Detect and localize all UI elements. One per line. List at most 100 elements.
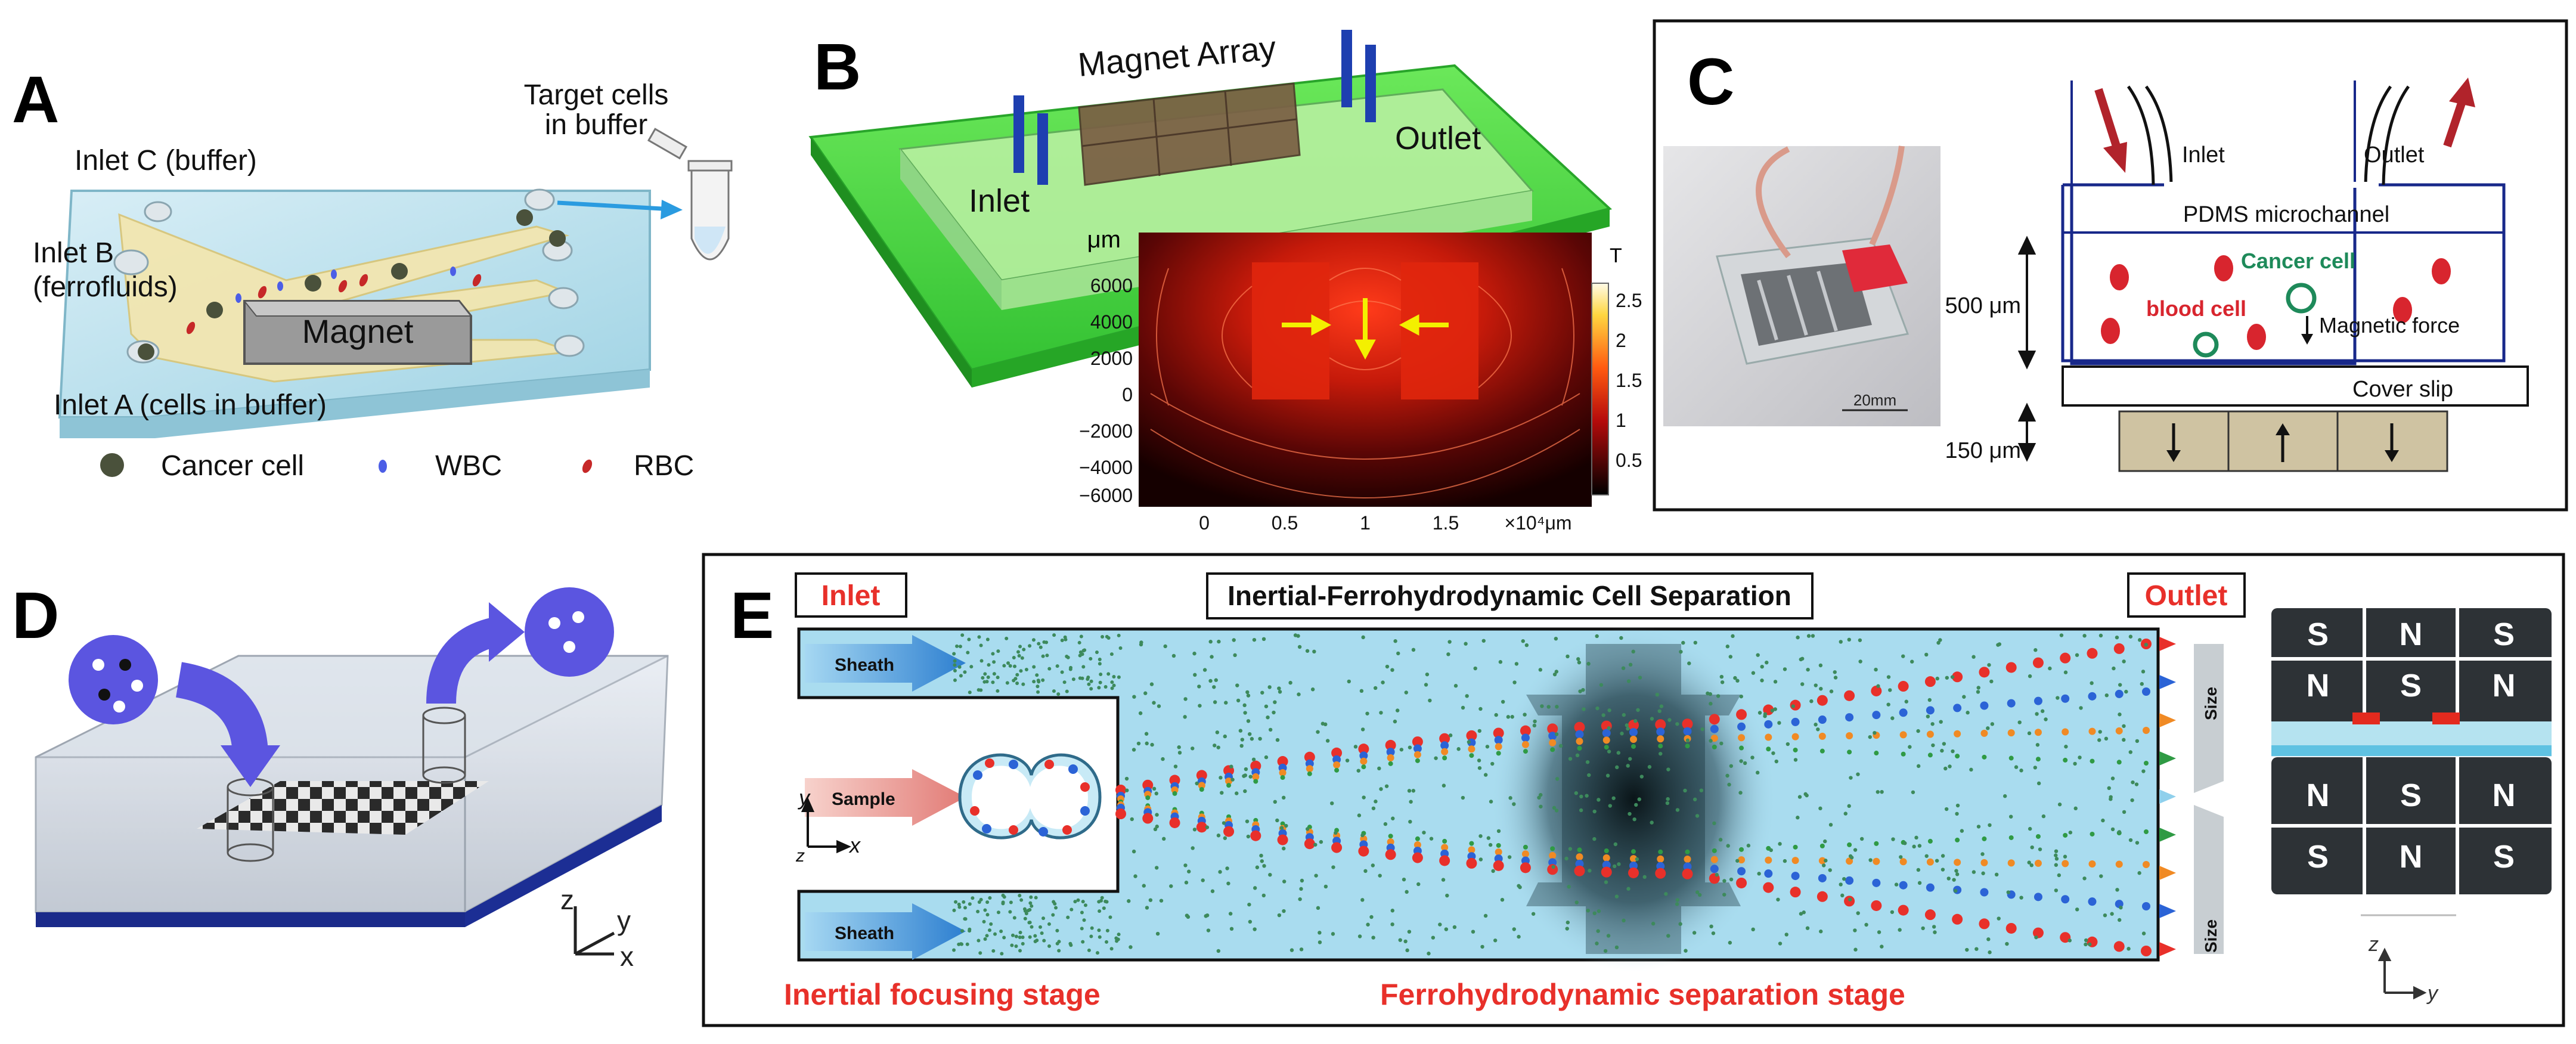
- background-particle: [979, 643, 983, 648]
- background-particle: [1035, 673, 1039, 677]
- background-particle: [1619, 636, 1623, 640]
- background-particle: [1743, 761, 1747, 766]
- background-particle: [2122, 738, 2126, 742]
- background-particle: [1938, 638, 1942, 642]
- background-particle: [1103, 684, 1108, 689]
- background-particle: [1314, 873, 1318, 878]
- stream-particle: [1657, 735, 1664, 743]
- background-particle: [1015, 681, 1019, 686]
- cbar-tick: 2.5: [1616, 290, 1642, 311]
- background-particle: [1155, 931, 1160, 936]
- tubes-b: [1013, 30, 1376, 185]
- background-particle: [977, 900, 981, 904]
- background-particle: [1806, 667, 1810, 672]
- background-particle: [1952, 878, 1956, 882]
- stream-particle: [1712, 744, 1717, 749]
- background-particle: [1060, 670, 1064, 674]
- mag-top-3: S: [2493, 617, 2515, 652]
- loop-particles[interactable]: [970, 758, 1090, 837]
- background-particle: [1320, 721, 1325, 726]
- stream-particle: [1736, 877, 1747, 888]
- background-particle: [1345, 758, 1350, 763]
- background-particle: [1621, 666, 1626, 670]
- background-particle: [952, 908, 956, 912]
- stream-particle: [1575, 859, 1584, 868]
- background-particle: [1725, 645, 1730, 649]
- background-particle: [1173, 764, 1178, 769]
- background-particle: [1538, 668, 1543, 672]
- background-particle: [1607, 749, 1611, 754]
- background-particle: [977, 938, 981, 943]
- background-particle: [1634, 803, 1638, 807]
- stream-particle: [1521, 850, 1529, 858]
- background-particle: [1757, 872, 1761, 876]
- background-particle: [1622, 712, 1626, 717]
- stream-particle: [1604, 848, 1609, 854]
- background-particle: [1816, 727, 1820, 732]
- background-particle: [1933, 930, 1937, 934]
- background-particle: [1154, 791, 1158, 796]
- background-particle: [1477, 729, 1481, 733]
- stream-particle: [1871, 685, 1882, 696]
- background-particle: [1904, 699, 1908, 704]
- background-particle: [1217, 639, 1221, 644]
- background-particle: [1849, 776, 1853, 780]
- background-particle: [1357, 813, 1362, 817]
- background-particle: [1299, 887, 1303, 891]
- stream-particle: [1441, 748, 1449, 755]
- background-particle: [2005, 941, 2009, 946]
- background-particle: [1814, 683, 1818, 687]
- background-particle: [1738, 791, 1743, 795]
- background-particle: [1642, 875, 1647, 879]
- background-particle: [1001, 900, 1005, 904]
- panel-c: C 20mm: [1653, 19, 2568, 512]
- background-particle: [1675, 808, 1680, 812]
- background-particle: [1684, 949, 1688, 953]
- stream-particle: [1710, 856, 1718, 863]
- background-particle: [2054, 849, 2059, 853]
- y-tick: 6000: [1090, 275, 1133, 296]
- background-particle: [1592, 837, 1597, 841]
- background-particle: [1585, 760, 1590, 764]
- background-particle: [1296, 634, 1300, 638]
- background-particle: [1366, 922, 1370, 927]
- background-particle: [1081, 649, 1086, 653]
- stream-particle: [1250, 830, 1261, 841]
- background-particle: [1243, 711, 1247, 715]
- stream-particle: [1142, 813, 1154, 824]
- background-particle: [1008, 910, 1012, 914]
- background-particle: [1039, 645, 1043, 649]
- stream-particle: [1439, 733, 1450, 744]
- background-particle: [1751, 671, 1756, 675]
- background-particle: [1692, 931, 1697, 935]
- background-particle: [2103, 913, 2107, 918]
- background-particle: [1940, 854, 1945, 858]
- stream-particle: [1982, 836, 1987, 841]
- stream-particle: [1196, 822, 1207, 833]
- stream-particle: [1250, 760, 1261, 772]
- outlet-arrow: [2159, 866, 2176, 880]
- stream-particle: [1955, 754, 1960, 759]
- background-particle: [1493, 938, 1498, 943]
- background-particle: [1224, 701, 1228, 705]
- background-particle: [1229, 927, 1234, 931]
- background-particle: [2035, 743, 2040, 747]
- background-particle: [1811, 634, 1815, 638]
- background-particle: [978, 951, 982, 955]
- background-particle: [1018, 949, 1022, 953]
- background-particle: [1945, 676, 1949, 680]
- stream-particle: [1279, 769, 1287, 776]
- background-particle: [1483, 773, 1488, 777]
- legend-wbc-marker: [379, 460, 387, 473]
- background-particle: [1411, 789, 1416, 793]
- background-particle: [1282, 879, 1287, 884]
- background-particle: [1012, 655, 1016, 659]
- background-particle: [1229, 764, 1233, 769]
- background-particle: [2084, 942, 2088, 947]
- magnetic-field-region: [1490, 626, 1777, 972]
- stream-particle: [1466, 730, 1477, 741]
- background-particle: [1077, 640, 1081, 645]
- background-particle: [1391, 816, 1395, 820]
- background-particle: [999, 930, 1003, 934]
